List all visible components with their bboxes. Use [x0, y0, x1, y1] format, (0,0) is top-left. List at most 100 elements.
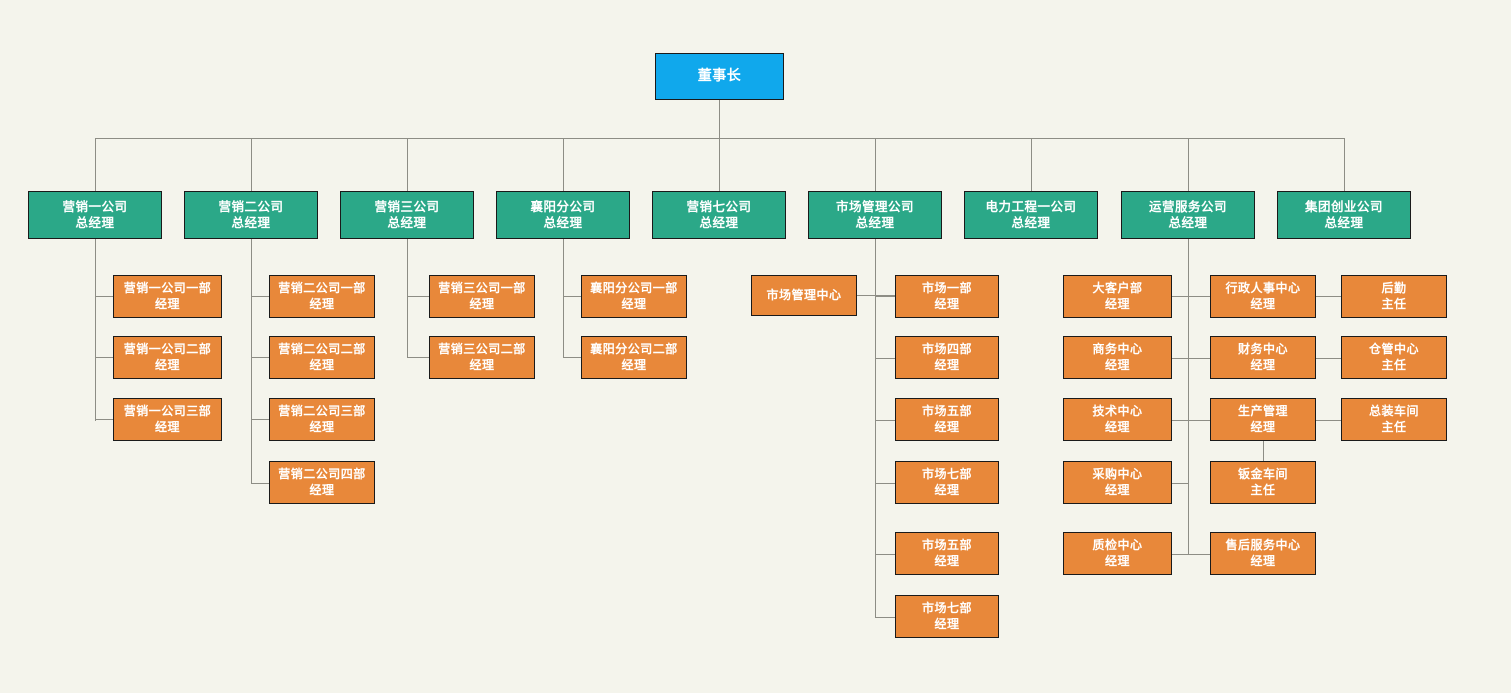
node-label-line1: 襄阳分公司一部	[590, 281, 678, 296]
node-label-line2: 经理	[469, 357, 495, 372]
node-label-line1: 董事长	[697, 67, 742, 84]
node-label-line2: 总经理	[387, 215, 427, 230]
connector-stub-elec-1	[1172, 296, 1188, 297]
connector-stub-right-3	[1316, 420, 1341, 421]
node-dept-mk1-3[interactable]: 营销一公司三部 经理	[113, 398, 222, 441]
node-market-management-center[interactable]: 市场管理中心	[751, 275, 857, 316]
node-label-line2: 主任	[1381, 357, 1407, 372]
node-dept-market-4[interactable]: 市场七部 经理	[895, 461, 999, 504]
node-label-line2: 总经理	[1324, 215, 1364, 230]
node-dept-mk3-2[interactable]: 营销三公司二部 经理	[429, 336, 535, 379]
node-label-line2: 经理	[934, 616, 960, 631]
node-label-line1: 营销三公司	[374, 199, 440, 214]
node-dept-xy-2[interactable]: 襄阳分公司二部 经理	[581, 336, 687, 379]
connector-stub-xy-1	[563, 296, 581, 297]
connector-stub-right-2	[1316, 358, 1341, 359]
node-dept-mk2-4[interactable]: 营销二公司四部 经理	[269, 461, 375, 504]
node-chairman[interactable]: 董事长	[655, 53, 784, 100]
connector-stub-mgmt-5	[875, 554, 895, 555]
node-label-line1: 市场管理中心	[766, 287, 842, 302]
node-dept-ops-5[interactable]: 售后服务中心 经理	[1210, 532, 1316, 575]
connector-stub-elec-5	[1172, 554, 1188, 555]
node-dept-mk2-3[interactable]: 营销二公司三部 经理	[269, 398, 375, 441]
node-label-line2: 总经理	[75, 215, 115, 230]
node-dept-elec-1[interactable]: 大客户部 经理	[1063, 275, 1172, 318]
connector-root-stem	[719, 100, 720, 138]
node-label-line2: 总经理	[855, 215, 895, 230]
node-dept-market-5[interactable]: 市场五部 经理	[895, 532, 999, 575]
node-division-mk3[interactable]: 营销三公司 总经理	[340, 191, 474, 239]
node-label-line1: 营销二公司四部	[278, 467, 366, 482]
node-label-line1: 营销一公司三部	[123, 404, 212, 419]
node-dept-market-3[interactable]: 市场五部 经理	[895, 398, 999, 441]
node-label-line2: 主任	[1381, 419, 1407, 434]
connector-stub-mgmt-2	[875, 358, 895, 359]
node-label-line1: 市场一部	[921, 281, 972, 296]
node-dept-elec-4[interactable]: 采购中心 经理	[1063, 461, 1172, 504]
node-dept-elec-5[interactable]: 质检中心 经理	[1063, 532, 1172, 575]
node-label-line1: 营销一公司一部	[123, 281, 212, 296]
connector-drop-ops	[1188, 138, 1189, 191]
node-label-line2: 经理	[1104, 553, 1130, 568]
node-dept-market-1[interactable]: 市场一部 经理	[895, 275, 999, 318]
node-division-mk7[interactable]: 营销七公司 总经理	[652, 191, 786, 239]
node-dept-mk2-1[interactable]: 营销二公司一部 经理	[269, 275, 375, 318]
connector-stub-mgmt-4	[875, 483, 895, 484]
connector-drop-mk7	[719, 138, 720, 191]
node-label-line2: 经理	[154, 357, 180, 372]
node-label-line1: 营销二公司	[218, 199, 284, 214]
node-division-electric[interactable]: 电力工程一公司 总经理	[964, 191, 1098, 239]
node-dept-elec-2[interactable]: 商务中心 经理	[1063, 336, 1172, 379]
node-label-line1: 大客户部	[1092, 281, 1143, 296]
node-label-line1: 营销三公司二部	[438, 342, 526, 357]
node-dept-mk1-1[interactable]: 营销一公司一部 经理	[113, 275, 222, 318]
node-dept-elec-3[interactable]: 技术中心 经理	[1063, 398, 1172, 441]
connector-stub-mk1-3	[95, 419, 113, 420]
node-dept-ops-right-2[interactable]: 仓管中心 主任	[1341, 336, 1447, 379]
node-division-mk2[interactable]: 营销二公司 总经理	[184, 191, 318, 239]
node-dept-ops-1[interactable]: 行政人事中心 经理	[1210, 275, 1316, 318]
node-label-line1: 采购中心	[1092, 467, 1143, 482]
node-dept-ops-4[interactable]: 钣金车间 主任	[1210, 461, 1316, 504]
connector-stub-right-1	[1316, 296, 1341, 297]
node-label-line2: 经理	[154, 296, 180, 311]
node-label-line1: 质检中心	[1092, 538, 1143, 553]
node-dept-ops-right-1[interactable]: 后勤 主任	[1341, 275, 1447, 318]
connector-drop-mk3	[407, 138, 408, 191]
node-label-line2: 经理	[1250, 296, 1276, 311]
node-division-mk1[interactable]: 营销一公司 总经理	[28, 191, 162, 239]
node-division-operations[interactable]: 运营服务公司 总经理	[1121, 191, 1255, 239]
connector-drop-mgmt	[875, 138, 876, 191]
node-dept-market-6[interactable]: 市场七部 经理	[895, 595, 999, 638]
node-label-line1: 营销二公司三部	[278, 404, 366, 419]
node-label-line2: 总经理	[231, 215, 271, 230]
connector-stub-mk2-2	[251, 357, 269, 358]
connector-spine-mk2	[251, 239, 252, 484]
connector-stub-mk3-2	[407, 357, 429, 358]
node-label-line1: 钣金车间	[1237, 467, 1288, 482]
node-label-line1: 技术中心	[1092, 404, 1143, 419]
node-division-venture[interactable]: 集团创业公司 总经理	[1277, 191, 1411, 239]
node-label-line1: 营销一公司二部	[123, 342, 212, 357]
node-dept-mk1-2[interactable]: 营销一公司二部 经理	[113, 336, 222, 379]
node-dept-ops-2[interactable]: 财务中心 经理	[1210, 336, 1316, 379]
node-dept-xy-1[interactable]: 襄阳分公司一部 经理	[581, 275, 687, 318]
node-dept-ops-right-3[interactable]: 总装车间 主任	[1341, 398, 1447, 441]
node-label-line1: 市场管理公司	[835, 199, 914, 214]
node-label-line2: 经理	[1250, 357, 1276, 372]
node-dept-ops-3[interactable]: 生产管理 经理	[1210, 398, 1316, 441]
node-label-line1: 襄阳分公司	[530, 199, 596, 214]
node-label-line2: 经理	[934, 482, 960, 497]
node-division-market-mgmt[interactable]: 市场管理公司 总经理	[808, 191, 942, 239]
node-label-line1: 营销二公司一部	[278, 281, 366, 296]
node-dept-market-2[interactable]: 市场四部 经理	[895, 336, 999, 379]
node-dept-mk3-1[interactable]: 营销三公司一部 经理	[429, 275, 535, 318]
node-dept-mk2-2[interactable]: 营销二公司二部 经理	[269, 336, 375, 379]
connector-stub-ops-1	[1188, 296, 1210, 297]
node-label-line2: 经理	[934, 357, 960, 372]
node-label-line1: 仓管中心	[1368, 342, 1419, 357]
node-division-xiangyang[interactable]: 襄阳分公司 总经理	[496, 191, 630, 239]
node-label-line1: 营销二公司二部	[278, 342, 366, 357]
connector-stub-ops-3	[1188, 420, 1210, 421]
node-label-line1: 行政人事中心	[1225, 281, 1301, 296]
